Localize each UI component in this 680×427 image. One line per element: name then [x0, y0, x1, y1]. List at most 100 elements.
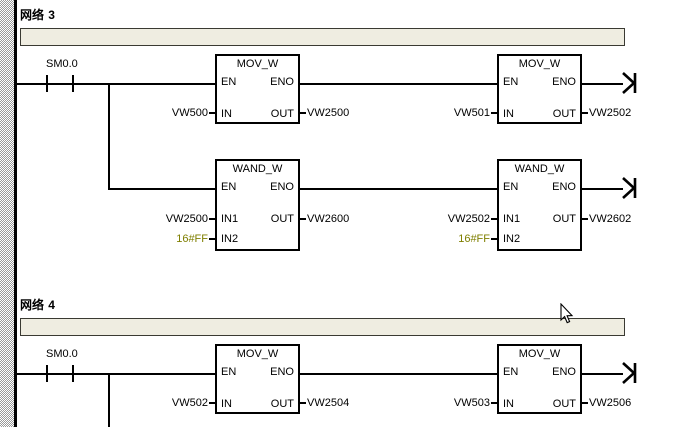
network-3-mov-block-1[interactable]: MOV_W EN ENO IN OUT [215, 54, 300, 124]
network-4-mov-block-1-operand-out[interactable]: VW2504 [307, 397, 350, 409]
network-4-mov-block-1-pin-eno: ENO [270, 366, 294, 378]
network-3-mov-block-2-in-nub [491, 112, 497, 114]
network-3-wand-block-2-pin-eno: ENO [552, 181, 576, 193]
network-3-wand-block-1-operand-in2[interactable]: 16#FF [176, 233, 208, 245]
network-4-mov-block-2-in-nub [491, 402, 497, 404]
network-4-mov-block-1-pin-en: EN [221, 366, 237, 378]
network-3-wand-block-1-operand-out[interactable]: VW2600 [307, 213, 350, 225]
network-3-mov-block-2-out-nub [582, 112, 588, 114]
network-4-mov-block-1-operand-in[interactable]: VW502 [171, 397, 208, 409]
network-3-mov-block-2-pin-out: OUT [552, 108, 576, 120]
network-3-mov-block-2[interactable]: MOV_W EN ENO IN OUT [497, 54, 582, 124]
rung-3-wire-mov1-to-mov2 [300, 83, 497, 85]
network-3-mov-block-2-operand-out[interactable]: VW2502 [589, 107, 632, 119]
network-3-wand-block-2-pin-in2: IN2 [503, 233, 521, 245]
network-4-mov-block-2[interactable]: MOV_W EN ENO IN OUT [497, 344, 582, 414]
network-4-comment-bar[interactable] [20, 318, 625, 336]
network-3-mov-block-1-out-nub [300, 112, 306, 114]
network-3-contact-label: SM0.0 [46, 58, 78, 70]
network-3-contact-bar-left[interactable] [46, 75, 48, 92]
network-4-mov-block-2-out-nub [582, 402, 588, 404]
network-3-mov-block-1-title: MOV_W [236, 58, 279, 70]
network-3-mov-block-1-operand-out[interactable]: VW2500 [307, 107, 350, 119]
network-3-mov-block-1-pin-eno: ENO [270, 76, 294, 88]
network-3-mov-block-2-pin-in: IN [503, 108, 514, 120]
network-4-mov-block-1-pin-in: IN [221, 398, 232, 410]
network-3-mov-block-2-pin-en: EN [503, 76, 519, 88]
network-3-comment-bar[interactable] [20, 28, 625, 46]
network-3-wand-block-2-operand-in1[interactable]: VW2502 [447, 213, 490, 225]
network-3-wand-block-2[interactable]: WAND_W EN ENO IN1 OUT IN2 [497, 159, 582, 251]
network-3-wand-block-2-pin-out: OUT [552, 213, 576, 225]
network-4-mov-block-2-operand-out[interactable]: VW2506 [589, 397, 632, 409]
network-4-contact-bar-right[interactable] [72, 365, 74, 382]
network-3-wand-block-2-in2-nub [491, 238, 497, 240]
network-3-wand-block-2-title: WAND_W [514, 163, 565, 175]
network-4-label-prefix: 网络 [20, 298, 45, 312]
network-3-wand-block-2-operand-in2[interactable]: 16#FF [458, 233, 490, 245]
network-3-mov-block-1-pin-in: IN [221, 108, 232, 120]
network-4-mov-block-1-pin-out: OUT [270, 398, 294, 410]
network-3-mov-block-1-pin-out: OUT [270, 108, 294, 120]
network-3-wand-block-2-out-nub [582, 218, 588, 220]
network-3-wand-block-2-pin-en: EN [503, 181, 519, 193]
network-4-mov-block-2-pin-en: EN [503, 366, 519, 378]
network-4-mov-block-1-out-nub [300, 402, 306, 404]
network-3-mov-block-2-title: MOV_W [518, 58, 561, 70]
network-3-wand-block-1-pin-in2: IN2 [221, 233, 239, 245]
network-3-wand-block-1-operand-in1[interactable]: VW2500 [165, 213, 208, 225]
network-4-label: 网络 4 [20, 296, 55, 313]
network-3-mov-block-1-operand-in[interactable]: VW500 [171, 107, 208, 119]
network-3-mov-block-1-pin-en: EN [221, 76, 237, 88]
network-3-continuation-arrow-top [622, 72, 637, 94]
rung-4-contact-gap [48, 373, 72, 375]
rung-3-wire-wand1-to-wand2 [300, 188, 497, 190]
network-4-mov-block-2-pin-out: OUT [552, 398, 576, 410]
network-3-wand-block-1[interactable]: WAND_W EN ENO IN1 OUT IN2 [215, 159, 300, 251]
network-4-continuation-arrow [622, 362, 637, 384]
network-4-label-number: 4 [48, 298, 55, 312]
network-4-contact-bar-left[interactable] [46, 365, 48, 382]
network-3-wand-block-1-pin-en: EN [221, 181, 237, 193]
network-4-mov-block-2-pin-eno: ENO [552, 366, 576, 378]
network-3-label: 网络 3 [20, 6, 55, 23]
rung-4-wire-mov2-to-arrow [582, 373, 623, 375]
network-4-mov-block-2-operand-in[interactable]: VW503 [453, 397, 490, 409]
rung-3-branch-to-wand1-en [108, 188, 215, 190]
network-3-mov-block-2-operand-in[interactable]: VW501 [453, 107, 490, 119]
network-3-contact-bar-right[interactable] [72, 75, 74, 92]
network-3-wand-block-1-pin-eno: ENO [270, 181, 294, 193]
network-4-mov-block-1-title: MOV_W [236, 348, 279, 360]
network-3-wand-block-2-in1-nub [491, 218, 497, 220]
network-3-wand-block-1-out-nub [300, 218, 306, 220]
network-4-contact-label: SM0.0 [46, 348, 78, 360]
network-3-label-number: 3 [48, 8, 55, 22]
network-3-wand-block-1-pin-out: OUT [270, 213, 294, 225]
rung-3-contact-gap [48, 83, 72, 85]
rung-3-wire-in [17, 83, 46, 85]
rung-3-branch-vertical [108, 83, 110, 190]
network-3-mov-block-2-pin-eno: ENO [552, 76, 576, 88]
network-3-wand-block-2-operand-out[interactable]: VW2602 [589, 213, 632, 225]
network-3-wand-block-2-pin-in1: IN1 [503, 213, 521, 225]
rung-3-wire-mov2-to-arrow [582, 83, 623, 85]
network-4-mov-block-1-in-nub [209, 402, 215, 404]
network-3-wand-block-1-in1-nub [209, 218, 215, 220]
rung-4-wire-in [17, 373, 46, 375]
rung-4-branch-vertical [108, 373, 110, 427]
network-3-wand-block-1-in2-nub [209, 238, 215, 240]
rung-4-wire-to-mov1-en [74, 373, 215, 375]
network-4-mov-block-2-title: MOV_W [518, 348, 561, 360]
network-4-mov-block-1[interactable]: MOV_W EN ENO IN OUT [215, 344, 300, 414]
rung-4-wire-mov1-to-mov2 [300, 373, 497, 375]
network-3-mov-block-1-in-nub [209, 112, 215, 114]
gutter-dither-strip [0, 0, 14, 427]
network-4-mov-block-2-pin-in: IN [503, 398, 514, 410]
network-3-continuation-arrow-bottom [622, 177, 637, 199]
network-3-wand-block-1-title: WAND_W [232, 163, 283, 175]
network-3-label-prefix: 网络 [20, 8, 45, 22]
network-3-wand-block-1-pin-in1: IN1 [221, 213, 239, 225]
left-power-rail [14, 0, 17, 427]
rung-3-wire-to-mov1-en [74, 83, 215, 85]
